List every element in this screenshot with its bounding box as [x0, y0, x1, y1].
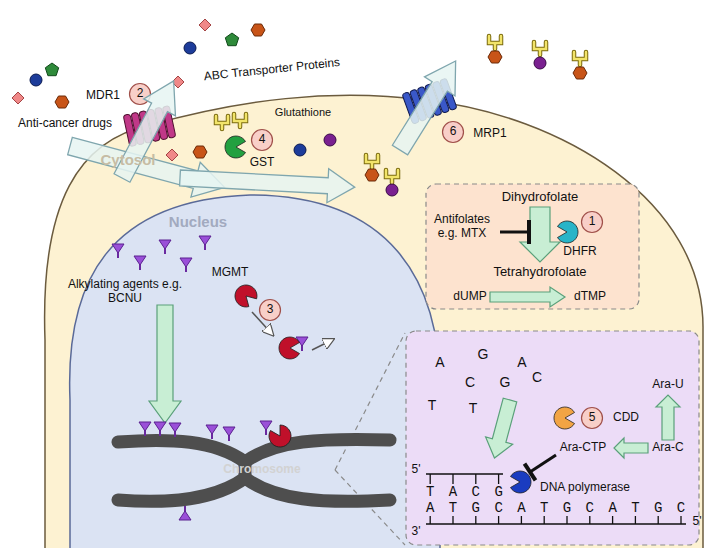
node-text: A — [435, 354, 444, 370]
node-shape — [70, 195, 440, 548]
node-text: dUMP — [453, 290, 486, 304]
structure-label: Chromosome — [223, 463, 300, 477]
node-text: A — [517, 354, 526, 370]
node-text: Ara-C — [652, 441, 683, 455]
dna-synthesis-box: AGACGCTTAra-UCDDAra-CTPAra-C5'T A C GDNA… — [405, 330, 700, 546]
node-text: T — [428, 397, 437, 413]
callout-number: 6 — [442, 121, 464, 143]
mrp1-transporter — [402, 78, 457, 124]
enzymes — [225, 136, 578, 493]
node-shape — [426, 184, 639, 309]
node-text: T — [469, 400, 478, 416]
callout-number: 5 — [581, 407, 603, 429]
node-text: DNA polymerase — [540, 481, 630, 495]
alkyl-groups — [112, 236, 308, 520]
node-shape — [260, 300, 281, 321]
dna-sequence: T A C G — [426, 484, 503, 500]
drug-molecules — [12, 19, 336, 161]
node-text: dTMP — [574, 290, 606, 304]
transporter-name: MRP1 — [473, 127, 506, 141]
node-text: Dihydrofolate — [502, 190, 579, 205]
mdr1-transporter — [123, 106, 176, 147]
node-text: Antifolates e.g. MTX — [426, 213, 498, 241]
transporter-name: MDR1 — [86, 89, 120, 103]
node-text: C — [532, 369, 542, 385]
callout-number: 1 — [581, 211, 603, 233]
drug-label: Anti-cancer drugs — [18, 117, 112, 131]
node-text: CDD — [613, 411, 639, 425]
inhibition-marks — [500, 220, 556, 480]
node-outline — [65, 190, 445, 548]
folate-pathway-box: DihydrofolateAntifolates e.g. MTX DHFR Tet… — [425, 183, 640, 310]
dna-sequence: A T G C A T G C A T G C — [426, 500, 685, 516]
callout-number: 3 — [259, 299, 281, 321]
enzyme-name: MGMT — [212, 266, 249, 280]
node-shape — [130, 84, 151, 105]
drug-label: Alkylating agents e.g. BCNU — [68, 278, 183, 306]
node-shape — [582, 212, 603, 233]
enzyme-name: GST — [250, 156, 275, 170]
transporter-label: ABC Transporter Proteins — [203, 56, 340, 84]
glutathione-symbols — [216, 36, 587, 196]
callout-number: 5 — [589, 411, 596, 425]
callout-number: 6 — [450, 125, 457, 139]
node-text: DHFR — [563, 245, 596, 259]
node-shape — [443, 122, 464, 143]
node-shape — [406, 331, 699, 545]
node-text: 3' — [412, 525, 421, 539]
nucleus: Nucleus 3 — [65, 190, 445, 548]
node-shape — [45, 95, 703, 548]
node-text: Ara-U — [652, 378, 683, 392]
chromosome — [118, 439, 390, 501]
node-text: Nucleus — [169, 213, 227, 230]
node-shape — [252, 130, 273, 151]
node-text: Cytosol — [100, 151, 155, 168]
mgmt-arrows — [252, 312, 332, 350]
node-text: C — [465, 374, 475, 390]
node-shape — [582, 408, 603, 429]
node-text: G — [500, 374, 511, 390]
node-text: G — [478, 346, 489, 362]
transport-arrows — [65, 51, 471, 204]
callout-number: 2 — [137, 87, 144, 101]
dna-strands — [426, 474, 686, 524]
callout-number: 4 — [259, 133, 266, 147]
node-text: Ara-CTP — [560, 441, 607, 455]
callout-number: 4 — [251, 129, 273, 151]
callout-number: 1 — [589, 215, 596, 229]
callout-number: 2 — [129, 83, 151, 105]
zoom-lines — [335, 333, 405, 545]
node-text: Tetrahydrofolate — [493, 265, 586, 280]
process-arrows — [149, 207, 680, 462]
node-text: 5' — [412, 463, 421, 477]
node-text: 5' — [693, 515, 702, 529]
molecule-label: Glutathione — [275, 106, 331, 119]
callout-number: 3 — [267, 303, 274, 317]
